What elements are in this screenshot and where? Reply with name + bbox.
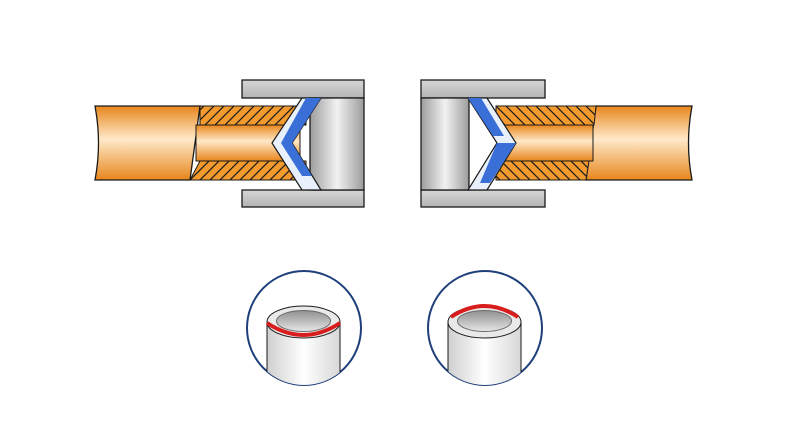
right-pipe-bore bbox=[499, 124, 594, 162]
right-pipe-wall-hatch bbox=[495, 105, 597, 126]
right-assembly bbox=[420, 79, 693, 208]
right-fitting-top-band bbox=[420, 79, 546, 99]
right-seal-blue-top bbox=[468, 98, 504, 136]
left-pipe-wall-hatch bbox=[199, 105, 307, 126]
detail-right-red-edge bbox=[449, 304, 520, 319]
right-fitting-bottom-band bbox=[420, 189, 546, 208]
detail-left-red-edge bbox=[265, 321, 342, 337]
detail-right-pipe-hole bbox=[457, 310, 512, 332]
left-pipe bbox=[94, 105, 201, 181]
left-fitting-end bbox=[309, 97, 365, 191]
left-seal-blue-bottom bbox=[281, 143, 312, 176]
right-pipe bbox=[585, 105, 693, 181]
right-seal-blue-bottom bbox=[480, 143, 516, 183]
detail-inner-seal bbox=[427, 270, 543, 386]
left-seal-blue-top bbox=[281, 98, 321, 143]
detail-outer-seal bbox=[246, 270, 362, 386]
left-fitting-bottom-band bbox=[241, 189, 365, 208]
detail-left-pipe-hole bbox=[276, 310, 331, 332]
left-assembly bbox=[94, 79, 365, 208]
right-pipe-wall-hatch-bottom bbox=[495, 160, 590, 181]
right-fitting-end bbox=[420, 97, 470, 191]
left-fitting-top-band bbox=[241, 79, 365, 99]
